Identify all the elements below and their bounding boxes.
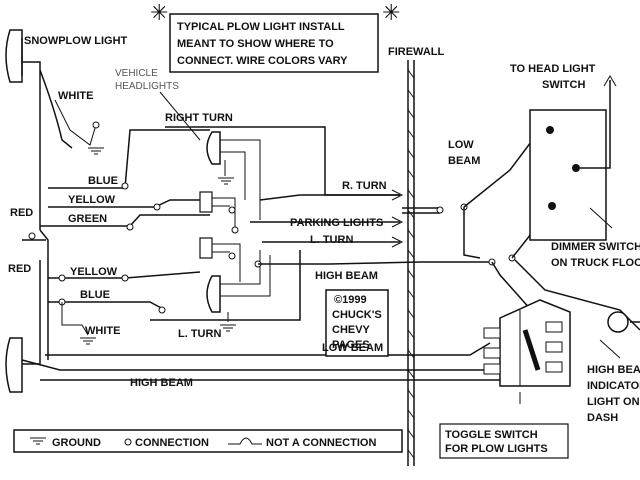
connection-node (126, 223, 134, 231)
firewall-icon (407, 60, 415, 466)
vehicle-headlights-label-1: VEHICLE (115, 68, 158, 79)
toggle-switch-icon (483, 299, 571, 387)
ground-icon (30, 437, 46, 445)
copyright-line-1: ©1999 (334, 294, 367, 306)
firewall-label: FIREWALL (388, 46, 444, 58)
wire-yellow-top: YELLOW (68, 194, 116, 206)
snowplow-light-bottom-icon (5, 337, 23, 393)
wire-blue-bottom: BLUE (80, 289, 110, 301)
connection-node (58, 274, 66, 282)
to-head-light-switch-label-2: SWITCH (542, 79, 585, 91)
wire-green: GREEN (68, 213, 107, 225)
turn-signal-lower-icon (199, 237, 213, 259)
wire-yellow-bottom: YELLOW (70, 266, 118, 278)
vehicle-headlights-label-2: HEADLIGHTS (115, 81, 179, 92)
connection-node (228, 252, 236, 260)
connection-node (121, 274, 129, 282)
ground-icon (218, 177, 236, 332)
parking-lights-label: PARKING LIGHTS (290, 217, 383, 229)
high-beam-indicator-label-4: DASH (587, 412, 618, 424)
legend-not-connection: NOT A CONNECTION (266, 437, 376, 449)
headlight-right-icon (206, 131, 221, 165)
star-icon-left: ✳ (150, 0, 168, 25)
connection-node (228, 206, 236, 214)
wire-blue-top: BLUE (88, 175, 118, 187)
head-light-switch-icon (529, 109, 607, 241)
arrow-icons (391, 189, 404, 248)
low-beam-top-label-2: BEAM (448, 155, 480, 167)
wire-red-top: RED (10, 207, 33, 219)
connection-node (158, 306, 166, 314)
note-line-3: CONNECT. WIRE COLORS VARY (177, 55, 348, 67)
high-beam-mid-label: HIGH BEAM (315, 270, 378, 282)
note-line-2: MEANT TO SHOW WHERE TO (177, 38, 334, 50)
legend: GROUND CONNECTION NOT A CONNECTION (13, 429, 403, 453)
copyright-line-4: PAGES (332, 339, 370, 351)
crossover-icon (228, 437, 262, 445)
r-turn-label: R. TURN (342, 180, 387, 192)
snowplow-light-label: SNOWPLOW LIGHT (24, 35, 128, 47)
toggle-switch-label-1: TOGGLE SWITCH (445, 429, 538, 441)
dimmer-switch-label-2: ON TRUCK FLOOR (551, 257, 640, 269)
dimmer-switch-label-1: DIMMER SWITCH (551, 241, 640, 253)
headlight-left-icon (206, 275, 221, 313)
install-note-box: TYPICAL PLOW LIGHT INSTALL MEANT TO SHOW… (169, 13, 379, 73)
high-beam-bottom-label: HIGH BEAM (130, 377, 193, 389)
right-turn-label: RIGHT TURN (165, 112, 233, 124)
toggle-switch-label-2: FOR PLOW LIGHTS (445, 443, 548, 455)
connection-node (153, 203, 161, 211)
ground-icon (88, 147, 104, 155)
l-turn-right-label: L. TURN (310, 234, 353, 246)
turn-signal-upper-icon (199, 191, 213, 213)
copyright-line-2: CHUCK'S (332, 309, 382, 321)
high-beam-indicator-label-1: HIGH BEAM (587, 364, 640, 376)
high-beam-indicator-label-2: INDICATOR (587, 380, 640, 392)
wire-white-bottom: WHITE (85, 325, 120, 337)
high-beam-indicator-icon (607, 311, 640, 333)
connection-node (92, 121, 100, 129)
copyright-box: ©1999 CHUCK'S CHEVY PAGES (325, 289, 389, 357)
left-harness-wires (21, 61, 560, 371)
connection-node (436, 206, 444, 214)
low-beam-top-label-1: LOW (448, 139, 474, 151)
snowplow-light-top-icon (5, 29, 23, 83)
connection-icon (124, 438, 132, 446)
ground-icon (80, 337, 96, 345)
note-line-1: TYPICAL PLOW LIGHT INSTALL (177, 21, 345, 33)
connection-node (231, 226, 239, 234)
legend-ground: GROUND (52, 437, 101, 449)
copyright-line-3: CHEVY (332, 324, 371, 336)
low-beam-bottom-label: LOW BEAM (322, 342, 383, 354)
legend-connection: CONNECTION (135, 437, 209, 449)
wire-white-top: WHITE (58, 90, 93, 102)
star-icon-right: ✳ (382, 0, 400, 25)
to-head-light-switch-label-1: TO HEAD LIGHT (510, 63, 596, 75)
connection-node (121, 182, 129, 190)
connection-node (28, 232, 36, 240)
wire-red-bottom: RED (8, 263, 31, 275)
high-beam-indicator-label-3: LIGHT ON (587, 396, 640, 408)
l-turn-bottom-label: L. TURN (178, 328, 221, 340)
